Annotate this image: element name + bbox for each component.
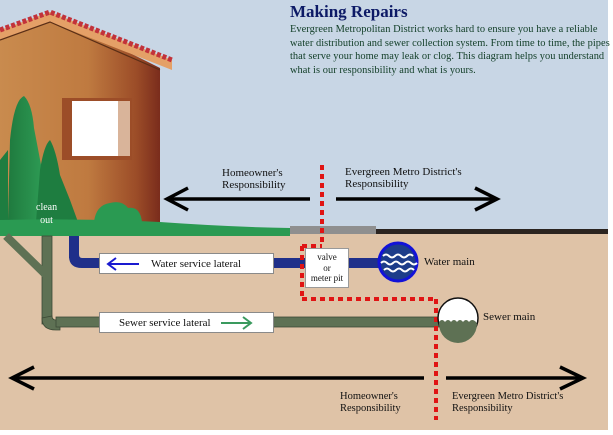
- responsibility-boundary-line: [300, 165, 438, 420]
- bottom-homeowner-label: Homeowner's Responsibility: [340, 391, 401, 414]
- sewer-main-label: Sewer main: [483, 311, 536, 323]
- cleanout-pipe: [3, 233, 61, 331]
- top-homeowner-label: Homeowner's Responsibility: [222, 167, 286, 191]
- bottom-district-label: Evergreen Metro District's Responsibilit…: [452, 391, 564, 414]
- bottom-homeowner-arrow: [8, 365, 424, 391]
- top-district-arrow: [336, 186, 501, 212]
- bottom-district-arrow: [446, 365, 588, 391]
- water-main-icon: [377, 241, 419, 283]
- top-district-label: Evergreen Metro District's Responsibilit…: [345, 166, 462, 190]
- cleanout-label: clean out: [36, 202, 58, 226]
- sewer-service-lateral-label: Sewer service lateral: [99, 312, 274, 333]
- valve-meter-pit-label: valve or meter pit: [305, 248, 349, 288]
- sidewalk: [290, 226, 376, 234]
- water-main-label: Water main: [424, 256, 475, 268]
- street-edge: [170, 229, 608, 234]
- arrow-right-icon: [220, 315, 253, 330]
- arrow-left-icon: [106, 256, 139, 271]
- title-block: Making Repairs Evergreen Metropolitan Di…: [290, 2, 610, 77]
- top-homeowner-arrow: [163, 186, 310, 212]
- grass: [0, 219, 290, 236]
- page-title: Making Repairs: [290, 2, 408, 21]
- sewer-main-icon: [437, 297, 479, 343]
- evergreen-trees-icon: [0, 96, 142, 222]
- water-service-lateral-label: Water service lateral: [99, 253, 274, 274]
- intro-paragraph: Evergreen Metropolitan District works ha…: [290, 24, 610, 76]
